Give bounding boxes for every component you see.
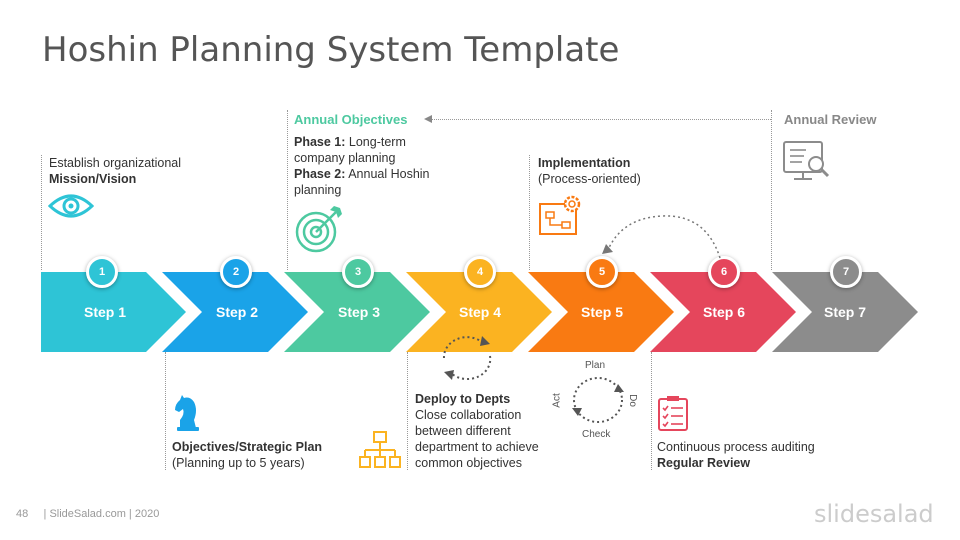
step-2-number-badge: 2 [220, 256, 252, 288]
brand-logo: slidesalad [814, 500, 934, 528]
step-5-label: Step 5 [580, 304, 623, 320]
step-4-line-3: department to achieve [415, 440, 539, 454]
chevron-step-4 [406, 272, 552, 352]
connector-step2 [165, 352, 166, 470]
feedback-line [432, 119, 771, 120]
step-1-label: Step 1 [83, 304, 126, 320]
step-5-line: (Process-oriented) [538, 172, 641, 186]
pdca-check-label: Check [582, 429, 611, 440]
page-number: 48 [16, 508, 29, 520]
connector-step7 [771, 110, 772, 270]
phase-1-text-a: Long-term [345, 135, 406, 149]
step-4-label: Step 4 [458, 304, 501, 320]
step-4-number-badge: 4 [464, 256, 496, 288]
connector-step5 [529, 155, 530, 270]
chevron-step-3 [284, 272, 430, 352]
step-7-label: Step 7 [823, 304, 866, 320]
pdca-act-label: Act [551, 393, 563, 408]
cycle-arrows-icon [442, 336, 492, 380]
step-4-heading: Deploy to Depts [415, 392, 511, 406]
chevron-step-2 [162, 272, 308, 352]
eye-icon [48, 194, 94, 218]
step-1-number-badge: 1 [86, 256, 118, 288]
target-icon [295, 206, 342, 253]
chevron-step-1 [41, 272, 186, 352]
step-5-description: Implementation (Process-oriented) [538, 155, 641, 187]
step-4-line-2: between different [415, 424, 511, 438]
chevron-step-7 [772, 272, 918, 352]
org-chart-icon [359, 431, 401, 468]
return-arrow [602, 215, 721, 259]
step-5-heading: Implementation [538, 156, 631, 170]
step-2-label: Step 2 [215, 304, 258, 320]
step-4-line-1: Close collaboration [415, 408, 522, 422]
step-3-label: Step 3 [337, 304, 380, 320]
pdca-plan-label: Plan [585, 360, 606, 371]
step-4-line-4: common objectives [415, 456, 522, 470]
chevron-step-5 [528, 272, 674, 352]
step-6-label: Step 6 [702, 304, 745, 320]
step-1-description: Establish organizational Mission/Vision [49, 155, 181, 187]
pdca-cycle-icon [572, 377, 624, 423]
step-2-description: Objectives/Strategic Plan (Planning up t… [172, 439, 322, 471]
step-2-line-1: Objectives/Strategic Plan [172, 440, 323, 454]
phase-1-text-b: company planning [294, 151, 396, 165]
step-3-heading: Annual Objectives [294, 112, 408, 127]
step-5-number-badge: 5 [586, 256, 618, 288]
step-6-line-2: Regular Review [657, 456, 751, 470]
step-6-line-1: Continuous process auditing [657, 440, 815, 454]
footer-text: | SlideSalad.com | 2020 [43, 508, 160, 520]
checklist-clipboard-icon [658, 396, 688, 431]
page-title: Hoshin Planning System Template [42, 30, 620, 70]
step-7-heading: Annual Review [784, 112, 877, 127]
chess-knight-icon [175, 395, 199, 431]
step-2-line-2: (Planning up to 5 years) [172, 456, 305, 470]
step-3-number-badge: 3 [342, 256, 374, 288]
connector-step4 [407, 352, 408, 470]
footer: 48 | SlideSalad.com | 2020 [16, 508, 159, 520]
phase-2-text-a: Annual Hoshin [345, 167, 430, 181]
connector-step6 [651, 352, 652, 470]
pdca-do-label: Do [626, 394, 638, 407]
step-1-line-1: Establish organizational [49, 156, 182, 170]
monitor-search-icon [783, 141, 830, 180]
phase-1-label: Phase 1: [294, 135, 346, 149]
step-3-description: Phase 1: Long-term company planning Phas… [294, 134, 444, 198]
connector-step3 [287, 110, 288, 270]
step-4-description: Deploy to Depts Close collaboration betw… [415, 391, 555, 471]
connector-step1 [41, 155, 42, 270]
step-6-description: Continuous process auditing Regular Revi… [657, 439, 815, 471]
step-6-number-badge: 6 [708, 256, 740, 288]
feedback-arrowhead [424, 115, 432, 123]
phase-2-text-b: planning [294, 183, 342, 197]
gear-blueprint-icon [539, 195, 581, 235]
chevron-step-6 [650, 272, 796, 352]
step-7-number-badge: 7 [830, 256, 862, 288]
step-1-line-2: Mission/Vision [49, 172, 137, 186]
phase-2-label: Phase 2: [294, 167, 346, 181]
